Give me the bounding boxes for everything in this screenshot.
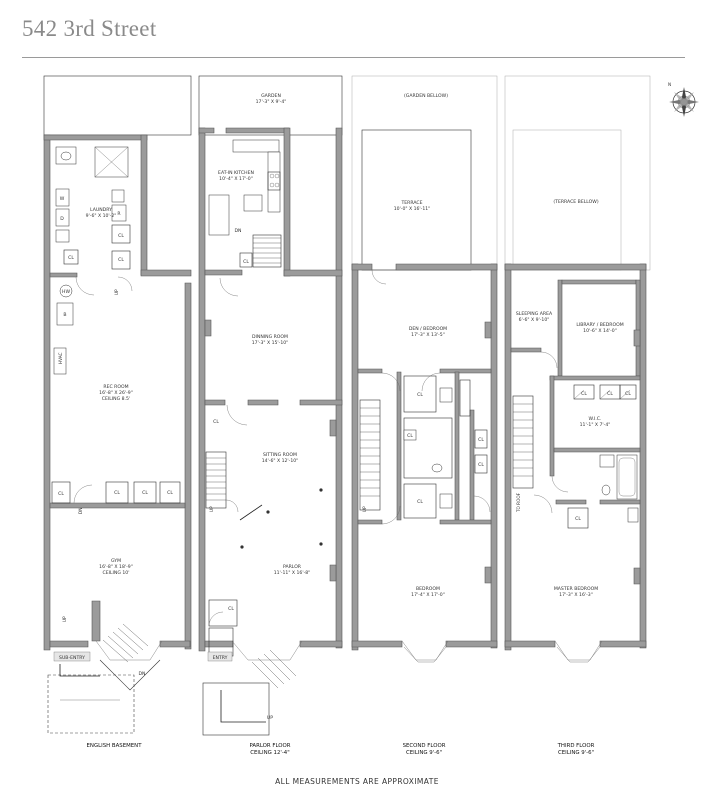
- room-rec-room-ceiling: CEILING 8.5': [102, 396, 130, 402]
- floor-name: PARLOR FLOOR: [250, 743, 291, 749]
- closet-label: CL: [142, 490, 148, 496]
- title-divider: [22, 57, 685, 58]
- closet-label: CL: [575, 516, 581, 522]
- room-master-name: MASTER BEDROOM: [554, 586, 598, 592]
- down-label: DN: [235, 228, 242, 234]
- closet-label: CL: [68, 255, 74, 261]
- floor-ceiling: CEILING 12'-4": [250, 750, 289, 756]
- closet-label: CL: [58, 491, 64, 497]
- compass-rose-icon: N: [668, 82, 699, 117]
- room-sleeping-name: SLEEPING AREA: [516, 311, 553, 317]
- hot-water-label: HW: [62, 289, 70, 295]
- parlor-floor-plan: GARDEN 17'-3" X 9'-4" EAT-IN KITCHEN 10'…: [198, 75, 343, 756]
- entry-label: ENTRY: [213, 655, 228, 661]
- up-label: UP: [209, 506, 214, 512]
- room-wic-dims: 11'-1" X 7'-4": [580, 422, 611, 428]
- room-kitchen-name: EAT-IN KITCHEN: [218, 170, 254, 176]
- room-bedroom-dims: 17'-4" X 17'-0": [411, 592, 445, 598]
- room-rec-room-name: REC ROOM: [103, 384, 128, 390]
- sub-entry-label: SUB-ENTRY: [59, 655, 85, 661]
- closet-label: CL: [478, 462, 484, 468]
- closet-label: CL: [167, 490, 173, 496]
- room-den-dims: 17'-3" X 13'-5": [411, 332, 445, 338]
- hvac-label: HVAC: [58, 352, 63, 364]
- room-terrace-dims: 10'-0" X 16'-11": [394, 206, 431, 212]
- page-title: 542 3rd Street: [22, 16, 157, 41]
- boiler-label: B: [63, 312, 66, 318]
- closet-label: CL: [213, 419, 219, 425]
- closet-label: CL: [607, 391, 613, 397]
- dryer-label: D: [60, 216, 64, 222]
- down-label: DN: [78, 508, 83, 514]
- closet-label: CL: [625, 391, 631, 397]
- closet-label: CL: [118, 257, 124, 263]
- closet-label: CL: [478, 437, 484, 443]
- room-garden-dims: 17'-3" X 9'-4": [256, 99, 287, 105]
- room-parlor-dims: 11'-11" X 16'-8": [274, 570, 311, 576]
- north-label: N: [668, 82, 671, 87]
- closet-label: CL: [417, 392, 423, 398]
- room-garden-name: GARDEN: [261, 93, 281, 99]
- room-dining-dims: 17'-3" X 15'-10": [252, 340, 289, 346]
- fridge-label: R: [117, 211, 121, 217]
- room-kitchen-dims: 10'-4" X 17'-0": [219, 176, 253, 182]
- floor-ceiling: CEILING 9'-6": [406, 750, 442, 756]
- up-label: UP: [362, 506, 367, 512]
- down-label: DN: [139, 671, 146, 677]
- closet-label: CL: [228, 606, 234, 612]
- room-gym-ceiling: CEILING 10': [103, 570, 130, 576]
- terrace-below-label: (TERRACE BELLOW): [553, 199, 598, 205]
- english-basement-plan: LAUNDRY 9'-6" X 10'-2" REC ROOM 16'-8" X…: [43, 75, 192, 749]
- room-parlor-name: PARLOR: [283, 564, 302, 570]
- floor-name: THIRD FLOOR: [557, 743, 595, 749]
- closet-label: CL: [118, 233, 124, 239]
- third-floor-plan: (TERRACE BELLOW) SLEEPING AREA 6'-6" X 9…: [504, 75, 651, 756]
- closet-label: CL: [114, 490, 120, 496]
- to-roof-label: TO ROOF: [516, 492, 521, 513]
- room-sitting-dims: 14'-6" X 12'-10": [262, 458, 299, 464]
- room-sitting-name: SITTING ROOM: [263, 452, 297, 458]
- room-den-name: DEN / BEDROOM: [409, 326, 447, 332]
- room-sleeping-dims: 6'-6" X 9'-10": [519, 317, 550, 323]
- room-terrace-name: TERRACE: [400, 200, 422, 206]
- closet-label: CL: [243, 259, 249, 265]
- room-gym-name: GYM: [111, 558, 121, 564]
- up-label: UP: [62, 616, 67, 622]
- room-laundry-name: LAUNDRY: [90, 207, 112, 213]
- room-library-name: LIBRARY / BEDROOM: [576, 322, 623, 328]
- garden-below-label: (GARDEN BELLOW): [404, 93, 448, 99]
- floor-ceiling: CEILING 9'-6": [558, 750, 594, 756]
- room-laundry-dims: 9'-6" X 10'-2": [86, 213, 117, 219]
- footer-note: ALL MEASUREMENTS ARE APPROXIMATE: [275, 777, 439, 786]
- up-label: UP: [267, 715, 273, 721]
- floor-name: SECOND FLOOR: [403, 743, 446, 749]
- room-wic-name: W.I.C.: [589, 416, 602, 422]
- closet-label: CL: [407, 433, 413, 439]
- room-library-dims: 10'-6" X 14'-0": [583, 328, 617, 334]
- room-master-dims: 17'-3" X 16'-3": [559, 592, 593, 598]
- room-dining-name: DINNING ROOM: [252, 334, 288, 340]
- second-floor-plan: (GARDEN BELLOW) TERRACE 10'-0" X 16'-11"…: [351, 75, 498, 756]
- closet-label: CL: [417, 499, 423, 505]
- floor-name: ENGLISH BASEMENT: [87, 743, 143, 749]
- room-bedroom-name: BEDROOM: [416, 586, 440, 592]
- room-rec-room-dims: 16'-8" X 26'-9": [99, 390, 133, 396]
- room-gym-dims: 16'-8" X 18'-9": [99, 564, 133, 570]
- closet-label: CL: [581, 391, 587, 397]
- washer-label: W: [60, 196, 65, 202]
- up-label: UP: [114, 289, 119, 295]
